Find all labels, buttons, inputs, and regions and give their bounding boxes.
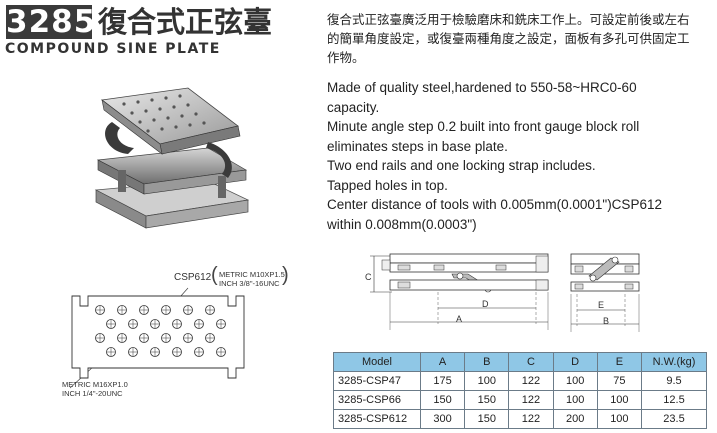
dim-c-label: C: [365, 272, 372, 282]
top-view-drawing: [69, 287, 245, 389]
header-nw: N.W.(kg): [641, 352, 707, 372]
cell-c: 122: [508, 371, 554, 391]
description-en-line: Made of quality steel,hardened to 550-58…: [327, 80, 637, 95]
cell-nw: 23.5: [641, 409, 707, 429]
front-view-drawing: [370, 253, 549, 330]
table-header-row: Model A B C D E N.W.(kg): [333, 352, 707, 372]
cell-nw: 9.5: [641, 371, 707, 391]
bottom-thread-inch: INCH 1/4"-20UNC: [62, 389, 123, 398]
description-en-line: Minute angle step 0.2 built into front g…: [327, 119, 640, 134]
description-en-line: within 0.008mm(0.0003"): [327, 216, 477, 232]
cell-a: 150: [419, 390, 466, 410]
product-photo: [94, 87, 250, 229]
cell-e: 100: [596, 390, 643, 410]
description-en-line: capacity.: [327, 99, 380, 115]
table-row: 3285-CSP66 150 150 122 100 100 12.5: [333, 390, 707, 410]
cell-d: 100: [552, 390, 598, 410]
bracket-open: (: [211, 264, 218, 286]
header-model: Model: [333, 352, 421, 372]
cell-b: 150: [464, 409, 510, 429]
spec-table: Model A B C D E N.W.(kg) 3285-CSP47 175 …: [333, 352, 707, 429]
plate-outline: [71, 295, 245, 379]
bottom-thread-label: METRIC M16XP1.0 INCH 1/4"-20UNC: [62, 380, 128, 398]
tapped-holes: [95, 305, 226, 357]
description-en-line: Center distance of tools with 0.005mm(0.…: [327, 197, 662, 212]
description-en-line: eliminates steps in base plate.: [327, 138, 508, 154]
header-d: D: [552, 352, 598, 372]
table-row: 3285-CSP612 300 150 122 200 100 23.5: [333, 409, 707, 429]
cell-model: 3285-CSP47: [333, 371, 421, 391]
description-zh-line: 復合式正弦臺廣泛用于檢驗磨床和銑床工作上。可設定前後或左右: [327, 12, 690, 27]
description-en: Made of quality steel,hardened to 550-58…: [327, 78, 712, 234]
cell-model: 3285-CSP66: [333, 390, 421, 410]
cell-d: 100: [552, 371, 598, 391]
bottom-thread-metric: METRIC M16XP1.0: [62, 380, 128, 389]
description-zh-line: 作物。: [327, 50, 365, 65]
cell-c: 122: [508, 409, 554, 429]
header-a: A: [419, 352, 466, 372]
table-row: 3285-CSP47 175 100 122 100 75 9.5: [333, 371, 707, 391]
top-view-thread-label: METRIC M10XP1.5 INCH 3/8"-16UNC: [219, 270, 285, 288]
cell-model: 3285-CSP612: [333, 409, 421, 429]
cell-e: 75: [596, 371, 643, 391]
product-title-zh: 復合式正弦臺: [98, 5, 273, 39]
dim-b-label: B: [603, 316, 610, 326]
cell-b: 100: [464, 371, 510, 391]
top-view-model-label: CSP612: [174, 272, 212, 283]
model-number-badge: 3285: [6, 4, 97, 40]
product-title-en: COMPOUND SINE PLATE: [5, 41, 221, 57]
bracket-close: ): [282, 264, 289, 286]
cell-c: 122: [508, 390, 554, 410]
header-e: E: [596, 352, 643, 372]
cell-nw: 12.5: [641, 390, 707, 410]
end-view-drawing: [570, 253, 640, 332]
description-zh: 復合式正弦臺廣泛用于檢驗磨床和銑床工作上。可設定前後或左右 的簡單角度設定，或復…: [327, 10, 712, 67]
thread-inch-label: INCH 3/8"-16UNC: [219, 279, 280, 288]
cell-a: 175: [419, 371, 466, 391]
header-c: C: [508, 352, 554, 372]
dim-d-label: D: [482, 299, 489, 309]
cell-b: 150: [464, 390, 510, 410]
header-b: B: [464, 352, 510, 372]
cell-e: 100: [596, 409, 643, 429]
thread-metric-label: METRIC M10XP1.5: [219, 270, 285, 279]
description-en-line: Tapped holes in top.: [327, 177, 448, 193]
description-zh-line: 的簡單角度設定，或復臺兩種角度之設定，面板有多孔可供固定工: [327, 31, 690, 46]
cell-d: 200: [552, 409, 598, 429]
description-en-line: Two end rails and one locking strap incl…: [327, 158, 596, 173]
cell-a: 300: [419, 409, 466, 429]
dim-e-label: E: [598, 300, 605, 310]
dim-a-label: A: [456, 314, 463, 324]
